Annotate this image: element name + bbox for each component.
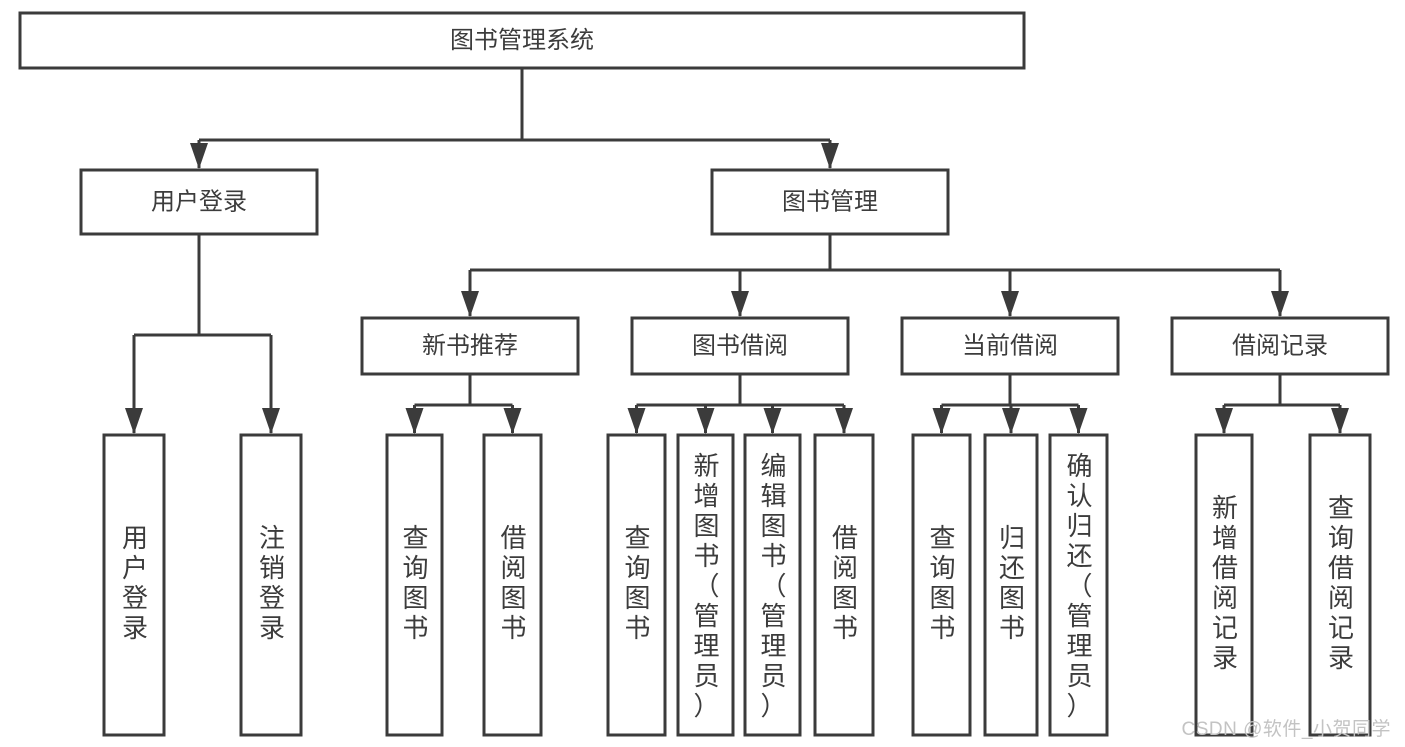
node-leaf_10[interactable]: 确认归还（管理员） [1048,433,1109,737]
node-label: 图书借阅 [692,332,788,359]
arrow-head-icon [1331,408,1349,434]
node-label: 图书管理 [782,188,878,215]
node-label: 借阅图书 [500,523,526,643]
arrow-head-icon [1001,291,1019,317]
node-leaf_12[interactable]: 查询借阅记录 [1308,433,1372,737]
node-box[interactable] [630,316,850,376]
node-label: 归还图书 [999,523,1025,643]
node-leaf_1[interactable]: 注销登录 [239,433,303,737]
node-label: 查询图书 [624,523,650,643]
node-box[interactable] [743,433,802,737]
arrow-head-icon [461,291,479,317]
node-label: 查询借阅记录 [1328,493,1354,673]
node-label: 查询图书 [402,523,428,643]
node-l2_0[interactable]: 新书推荐 [360,316,580,376]
node-box[interactable] [1048,433,1109,737]
arrow-head-icon [1069,408,1088,434]
arrow-head-icon [262,408,280,434]
node-label: 编辑图书（管理员） [760,451,786,721]
arrow-head-icon [835,408,853,434]
arrow-head-icon [763,408,782,434]
connector-layer [125,68,1349,434]
node-label: 用户登录 [151,188,247,215]
node-l1_1[interactable]: 图书管理 [710,168,950,236]
node-leaf_9[interactable]: 归还图书 [983,433,1039,737]
node-leaf_7[interactable]: 借阅图书 [813,433,875,737]
arrow-head-icon [1002,408,1020,434]
node-label: 注销登录 [259,523,285,643]
node-label: 当前借阅 [962,332,1058,359]
node-box[interactable] [900,316,1120,376]
node-box[interactable] [1194,433,1254,737]
node-layer: 图书管理系统用户登录图书管理新书推荐图书借阅当前借阅借阅记录用户登录注销登录查询… [18,11,1390,737]
node-label: 图书管理系统 [450,27,594,54]
node-leaf_0[interactable]: 用户登录 [102,433,166,737]
node-label: 确认归还（管理员） [1066,451,1092,721]
node-box[interactable] [102,433,166,737]
arrow-head-icon [1271,291,1289,317]
node-l1_0[interactable]: 用户登录 [79,168,319,236]
node-box[interactable] [239,433,303,737]
node-box[interactable] [1170,316,1390,376]
node-leaf_5[interactable]: 新增图书（管理员） [676,433,735,737]
node-label: 新增借阅记录 [1212,493,1238,673]
arrow-head-icon [190,143,208,169]
node-label: 用户登录 [122,523,148,643]
node-leaf_4[interactable]: 查询图书 [606,433,667,737]
node-l2_2[interactable]: 当前借阅 [900,316,1120,376]
arrow-head-icon [731,291,749,317]
node-leaf_3[interactable]: 借阅图书 [482,433,543,737]
node-label: 新书推荐 [422,332,518,359]
node-root[interactable]: 图书管理系统 [18,11,1026,70]
node-box[interactable] [813,433,875,737]
arrow-head-icon [627,408,646,434]
node-l2_1[interactable]: 图书借阅 [630,316,850,376]
arrow-head-icon [821,143,839,169]
csdn-watermark: CSDN @软件_小贺同学 [1181,719,1391,740]
arrow-head-icon [503,408,522,434]
arrow-head-icon [696,408,715,434]
node-box[interactable] [482,433,543,737]
node-box[interactable] [18,11,1026,70]
node-label: 新增图书（管理员） [693,451,719,721]
arrow-head-icon [1215,408,1233,434]
arrow-head-icon [932,408,951,434]
arrow-head-icon [405,408,424,434]
node-box[interactable] [676,433,735,737]
node-leaf_2[interactable]: 查询图书 [385,433,444,737]
node-leaf_11[interactable]: 新增借阅记录 [1194,433,1254,737]
arrow-head-icon [125,408,143,434]
node-box[interactable] [606,433,667,737]
node-l2_3[interactable]: 借阅记录 [1170,316,1390,376]
node-box[interactable] [360,316,580,376]
node-label: 借阅记录 [1232,332,1328,359]
node-box[interactable] [710,168,950,236]
node-leaf_8[interactable]: 查询图书 [911,433,972,737]
node-box[interactable] [1308,433,1372,737]
node-box[interactable] [385,433,444,737]
node-box[interactable] [79,168,319,236]
node-label: 借阅图书 [832,523,858,643]
node-box[interactable] [911,433,972,737]
node-label: 查询图书 [929,523,955,643]
node-leaf_6[interactable]: 编辑图书（管理员） [743,433,802,737]
node-box[interactable] [983,433,1039,737]
